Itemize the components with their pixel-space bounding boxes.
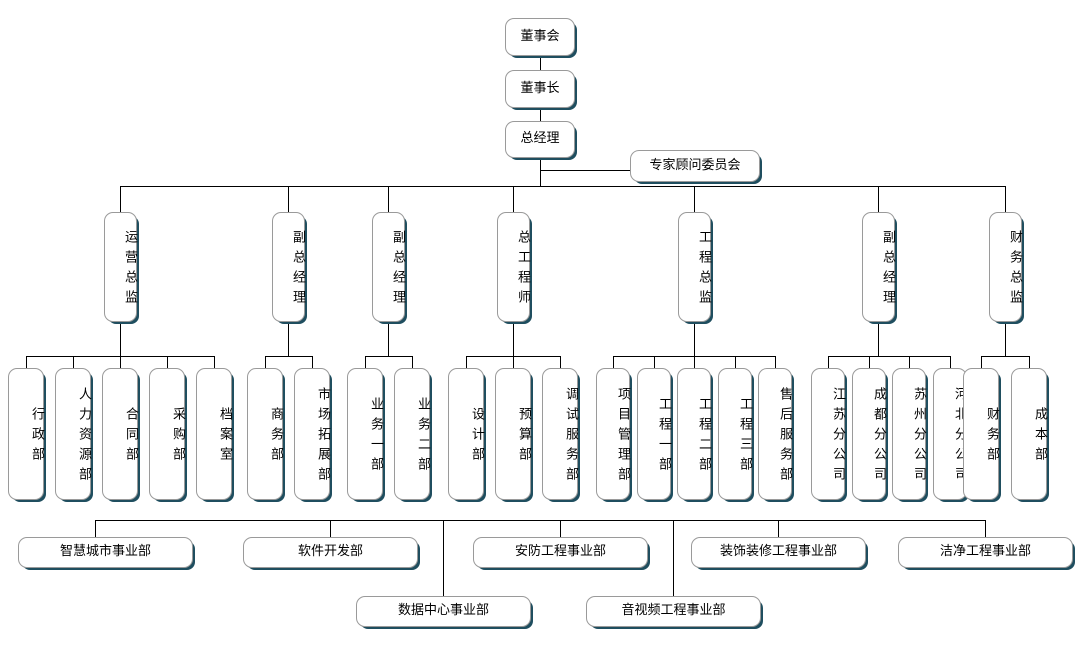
connector-board-chairman [540,56,541,74]
connector-drop-suzhou-branch [909,356,910,368]
node-software-dev-bu[interactable]: 软件开发部 [243,537,418,568]
node-archives-office[interactable]: 档案室 [196,368,232,500]
node-hebei-branch[interactable]: 河北分公司 [933,368,967,500]
connector-drop-software-dev-bu [330,520,331,537]
node-cleanroom-eng-bu[interactable]: 洁净工程事业部 [898,537,1073,568]
node-deputy-gm-3[interactable]: 副总经理 [862,212,895,322]
node-suzhou-branch[interactable]: 苏州分公司 [892,368,926,500]
node-advisory-committee[interactable]: 专家顾问委员会 [630,150,760,182]
connector-stem-chief-engineer [513,322,514,356]
connector-drop-operations-director [120,186,121,212]
connector-bus-deputy-gm-2 [365,356,412,357]
node-engineering-dept-1[interactable]: 工程一部 [637,368,671,500]
node-smart-city-bu[interactable]: 智慧城市事业部 [18,537,193,568]
connector-executive-bus [120,186,1005,187]
connector-drop-sales-dept-1 [365,356,366,368]
connector-drop-contract-dept [120,356,121,368]
node-admin-dept[interactable]: 行政部 [8,368,44,500]
node-jiangsu-branch[interactable]: 江苏分公司 [811,368,845,500]
node-data-center-bu[interactable]: 数据中心事业部 [356,596,531,627]
node-engineering-director[interactable]: 工程总监 [678,212,711,322]
node-decoration-eng-bu[interactable]: 装饰装修工程事业部 [691,537,866,568]
connector-drop-hr-dept [73,356,74,368]
connector-bus-finance-director [981,356,1029,357]
connector-stem-finance-director [1005,322,1006,356]
node-hr-dept[interactable]: 人力资源部 [55,368,91,500]
connector-stem-deputy-gm-1 [288,322,289,356]
node-board[interactable]: 董事会 [505,18,575,56]
node-engineering-dept-2[interactable]: 工程二部 [677,368,711,500]
node-chairman[interactable]: 董事长 [505,70,575,108]
connector-drop-archives-office [214,356,215,368]
connector-stem-deputy-gm-2 [388,322,389,356]
connector-drop-deputy-gm-1 [288,186,289,212]
node-market-dev-dept[interactable]: 市场拓展部 [294,368,330,500]
connector-drop-smart-city-bu [95,520,96,537]
node-cost-dept[interactable]: 成本部 [1011,368,1047,500]
connector-stem-operations-director [120,322,121,356]
node-procurement-dept[interactable]: 采购部 [149,368,185,500]
node-deputy-gm-2[interactable]: 副总经理 [372,212,405,322]
connector-drop-cleanroom-eng-bu [985,520,986,537]
connector-drop-design-dept [466,356,467,368]
connector-drop-finance-director [1005,186,1006,212]
node-chengdu-branch[interactable]: 成都分公司 [852,368,886,500]
connector-drop-cost-dept [1029,356,1030,368]
connector-drop-engineering-dept-1 [654,356,655,368]
connector-drop-budget-dept [513,356,514,368]
node-contract-dept[interactable]: 合同部 [102,368,138,500]
node-commission-service-dept[interactable]: 调试服务部 [542,368,578,500]
connector-drop-after-sales-dept [775,356,776,368]
node-operations-director[interactable]: 运营总监 [104,212,137,322]
connector-drop-chengdu-branch [869,356,870,368]
node-sales-dept-2[interactable]: 业务二部 [394,368,430,500]
connector-bus-deputy-gm-3 [828,356,950,357]
node-budget-dept[interactable]: 预算部 [495,368,531,500]
connector-drop-sales-dept-2 [412,356,413,368]
node-security-eng-bu[interactable]: 安防工程事业部 [473,537,648,568]
connector-drop-market-dev-dept [312,356,313,368]
node-av-eng-bu[interactable]: 音视频工程事业部 [586,596,761,627]
connector-drop-chief-engineer [513,186,514,212]
connector-advisory-link [540,170,632,171]
connector-business-unit-bus [95,520,985,521]
connector-drop-decoration-eng-bu [778,520,779,537]
connector-drop-admin-dept [26,356,27,368]
connector-drop-jiangsu-branch [828,356,829,368]
connector-drop-deputy-gm-3 [878,186,879,212]
node-general-manager[interactable]: 总经理 [505,121,575,158]
connector-chairman-gm [540,108,541,126]
node-finance-director[interactable]: 财务总监 [989,212,1022,322]
node-after-sales-dept[interactable]: 售后服务部 [758,368,792,500]
connector-stem-deputy-gm-3 [878,322,879,356]
connector-drop-engineering-director [694,186,695,212]
connector-drop-commission-service-dept [560,356,561,368]
connector-drop-deputy-gm-2 [388,186,389,212]
connector-drop-engineering-dept-3 [735,356,736,368]
node-design-dept[interactable]: 设计部 [448,368,484,500]
connector-drop-security-eng-bu [560,520,561,537]
node-finance-dept[interactable]: 财务部 [963,368,999,500]
node-sales-dept-1[interactable]: 业务一部 [347,368,383,500]
node-project-mgmt-dept[interactable]: 项目管理部 [596,368,630,500]
connector-drop-hebei-branch [950,356,951,368]
connector-gm-stem [540,158,541,186]
connector-drop-data-center-bu [443,520,444,596]
connector-drop-project-mgmt-dept [613,356,614,368]
connector-drop-finance-dept [981,356,982,368]
connector-bus-deputy-gm-1 [265,356,312,357]
connector-drop-procurement-dept [167,356,168,368]
node-deputy-gm-1[interactable]: 副总经理 [272,212,305,322]
connector-stem-engineering-director [694,322,695,356]
node-business-dept[interactable]: 商务部 [247,368,283,500]
node-chief-engineer[interactable]: 总工程师 [497,212,530,322]
connector-drop-engineering-dept-2 [694,356,695,368]
node-engineering-dept-3[interactable]: 工程三部 [718,368,752,500]
connector-drop-business-dept [265,356,266,368]
connector-drop-av-eng-bu [673,520,674,596]
